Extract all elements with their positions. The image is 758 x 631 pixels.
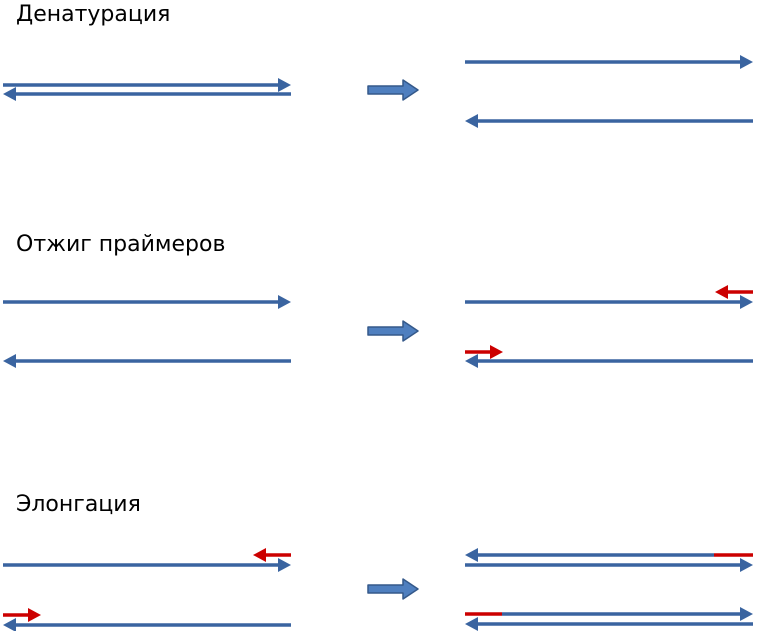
dna-strand-reverse [3, 87, 291, 101]
elongation-before [3, 548, 291, 631]
dna-strand-forward [465, 55, 753, 69]
dna-strand-forward [3, 295, 291, 309]
dna-strand-forward [465, 295, 753, 309]
step-arrow-elongation [367, 578, 419, 600]
stage-title-elongation: Элонгация [16, 492, 141, 517]
dna-strand-forward [3, 558, 291, 572]
annealing-after [465, 285, 753, 368]
extended-strand-forward [465, 607, 753, 621]
primer-reverse [253, 548, 291, 562]
denaturation-after [465, 55, 753, 128]
denaturation-before [3, 78, 291, 101]
step-arrow-denaturation [367, 79, 419, 101]
dna-strand-forward [465, 558, 753, 572]
stage-title-denaturation: Денатурация [16, 2, 171, 27]
stage-title-primer-annealing: Отжиг праймеров [16, 232, 226, 257]
dna-strand-reverse [3, 354, 291, 368]
dna-strand-reverse [465, 114, 753, 128]
primer-forward [465, 345, 503, 359]
dna-strand-reverse [3, 618, 291, 631]
primer-reverse [715, 285, 753, 299]
annealing-before [3, 295, 291, 368]
elongation-after [465, 548, 753, 631]
dna-strand-reverse [465, 617, 753, 631]
primer-forward [3, 608, 41, 622]
dna-strand-forward [3, 78, 291, 92]
step-arrow-annealing [367, 320, 419, 342]
dna-strand-reverse [465, 354, 753, 368]
extended-strand-reverse [465, 548, 753, 562]
